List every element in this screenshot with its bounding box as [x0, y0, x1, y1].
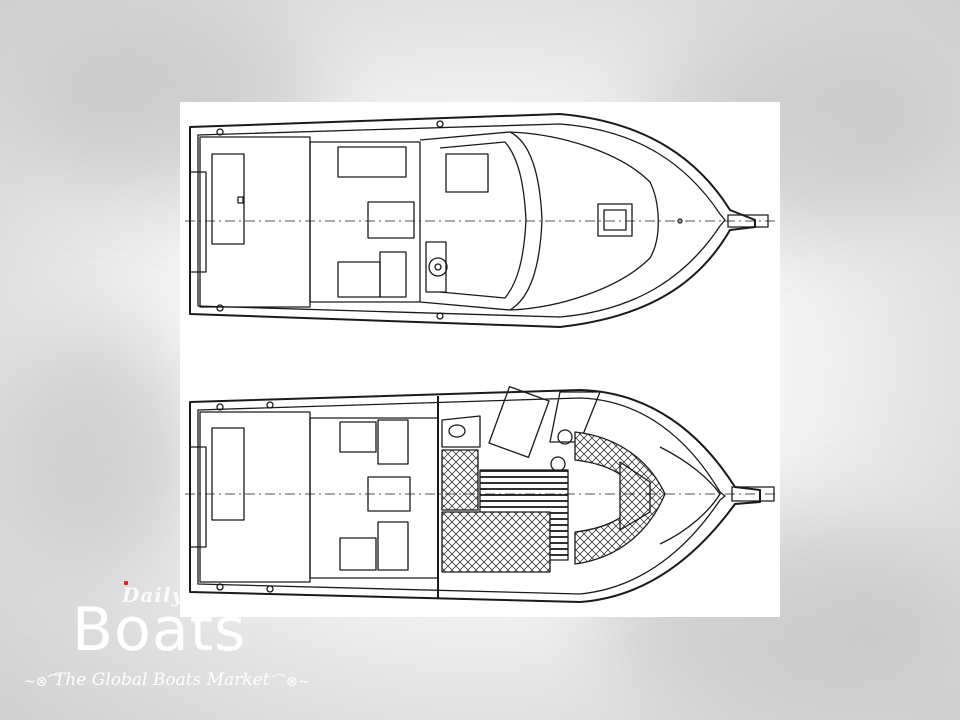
helm-wheel-hub: [434, 263, 442, 271]
boat-plan-svg: [185, 113, 775, 603]
forward-hatch: [597, 203, 633, 237]
interior-seat-top: [339, 421, 377, 453]
cleat: [216, 128, 224, 136]
interior-seat-top-right: [377, 419, 409, 465]
interior-transom: [189, 446, 207, 548]
windscreen-inner: [439, 141, 527, 299]
cleat: [216, 304, 224, 312]
cleat: [266, 585, 274, 593]
watermark-dot: [124, 581, 128, 585]
interior-cockpit-hatch: [211, 427, 245, 521]
deck-seat-slats: [379, 251, 407, 298]
helm-wheel: [428, 257, 448, 277]
cleat: [266, 401, 274, 409]
galley-counter: [488, 385, 550, 459]
interior-hull-outline: [189, 389, 761, 603]
interior-cockpit-side: [309, 417, 439, 579]
deck-seat-top: [337, 146, 407, 178]
interior-sheer-line: [197, 397, 726, 595]
toilet: [448, 424, 466, 438]
cleat: [216, 403, 224, 411]
cleat: [436, 120, 444, 128]
interior-seat-bottom-right: [377, 521, 409, 571]
galley-step: [441, 449, 479, 511]
cleat: [677, 218, 683, 224]
background-blur: [0, 330, 200, 570]
watermark-ornament-right: ⌒⊗~: [272, 674, 310, 690]
forward-hatch-inner: [603, 209, 627, 231]
deck-transom: [189, 171, 207, 273]
watermark-site-small: Daily: [122, 583, 185, 607]
watermark-ornament-left: ~⊗⌒: [24, 674, 62, 690]
deck-plan-view: [185, 113, 775, 328]
deck-seat-bottom: [337, 261, 381, 298]
cockpit-hatch: [211, 153, 245, 245]
boat-plan-drawing: [180, 102, 780, 617]
cockpit-side-left: [309, 141, 421, 303]
cleat: [216, 583, 224, 591]
cockpit-hatch-handle: [237, 196, 244, 204]
interior-cockpit-deck: [199, 411, 311, 583]
stove: [550, 456, 566, 472]
galley-sink: [557, 429, 573, 445]
head-compartment: [441, 415, 481, 448]
cockpit-deck: [199, 136, 311, 308]
deck-sheer-line: [197, 123, 726, 318]
helm-seat: [445, 153, 489, 193]
port-settee: [441, 511, 551, 573]
windscreen: [419, 131, 543, 311]
dailyboats-watermark: Daily Boats ~⊗⌒ The Global Boats Market …: [20, 575, 320, 695]
cleat: [436, 312, 444, 320]
watermark-tagline: The Global Boats Market: [54, 670, 270, 690]
forepeak: [659, 446, 721, 545]
helm-console: [425, 241, 447, 293]
watermark-brand: Boats: [72, 595, 247, 665]
deck-engine-hatch: [367, 201, 415, 239]
interior-seat-bottom: [339, 537, 377, 571]
interior-plan-view: [185, 385, 775, 603]
cabin-top: [509, 131, 659, 311]
v-berth-forward: [619, 461, 651, 531]
